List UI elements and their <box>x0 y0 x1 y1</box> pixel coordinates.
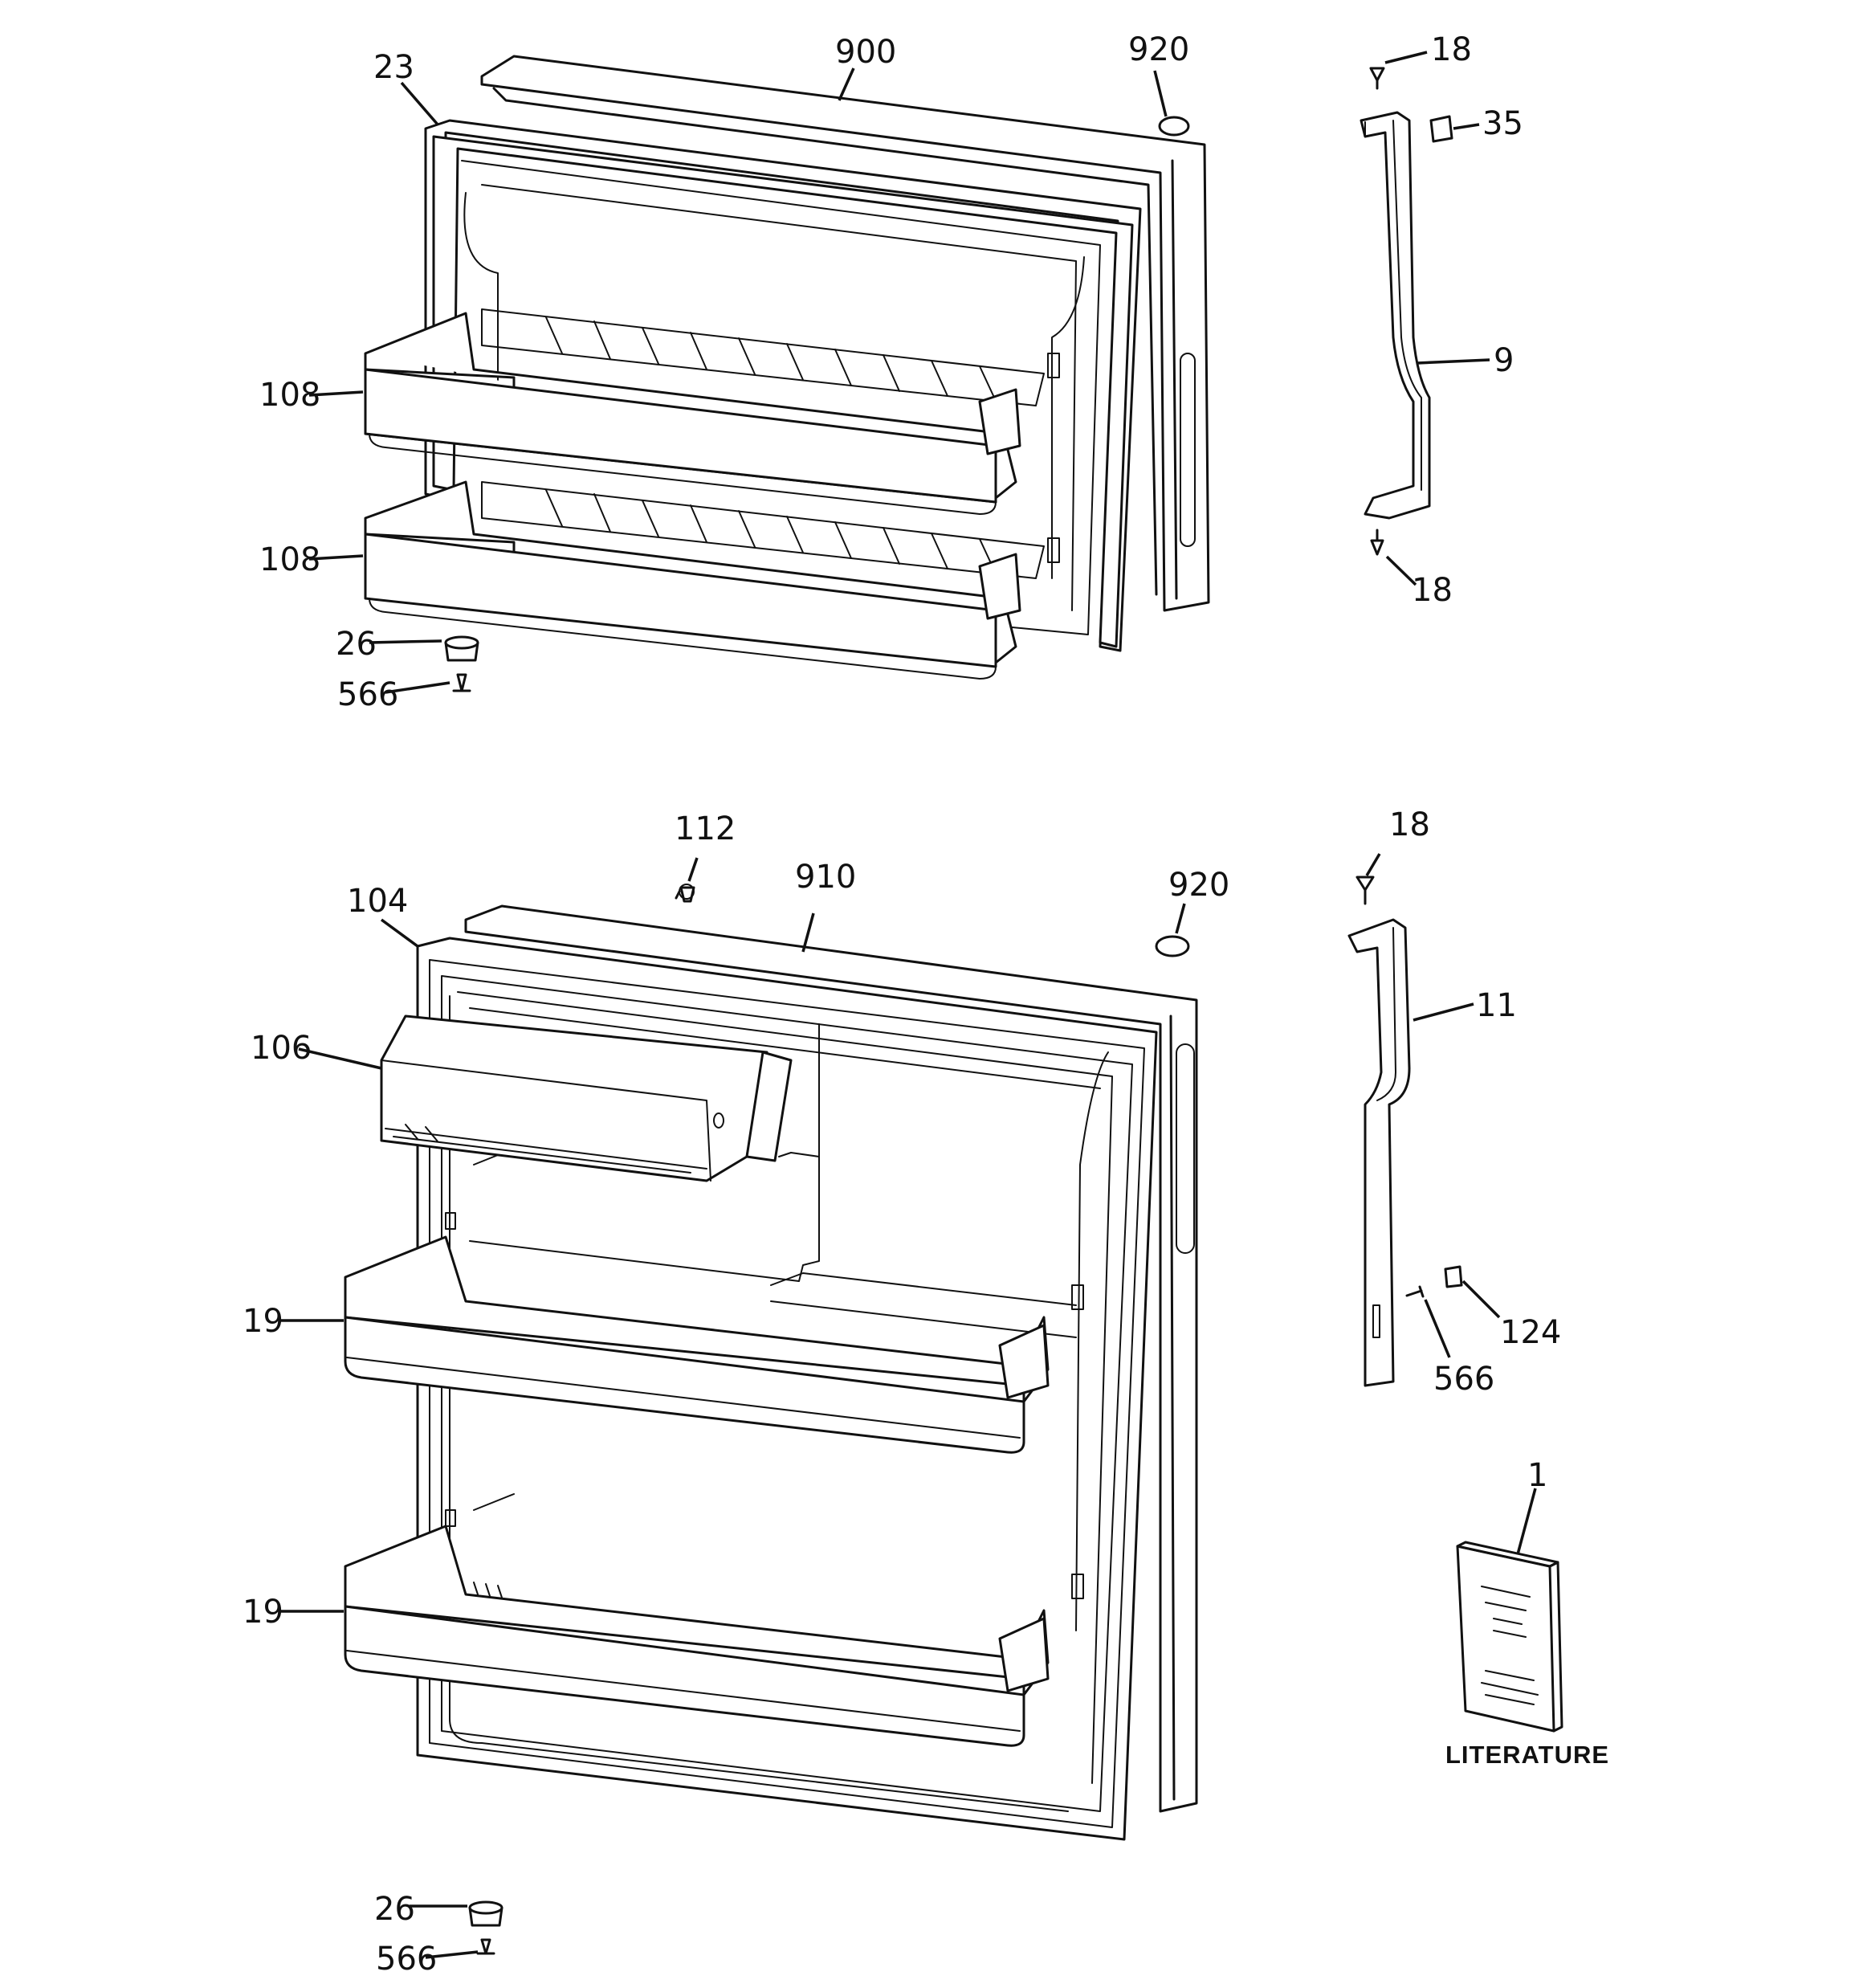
callout-labels: 23 900 920 18 35 9 18 108 108 26 566 112… <box>243 31 1609 1978</box>
callout-26-bottom: 26 <box>374 1891 415 1928</box>
fresh-food-door-assembly <box>344 884 1198 1955</box>
leader-lines <box>279 51 1537 1959</box>
callout-11: 11 <box>1476 987 1517 1024</box>
callout-108-lower: 108 <box>259 541 320 578</box>
fresh-food-handle-assembly <box>1347 876 1463 1387</box>
fresh-food-door-panel <box>464 904 1198 1813</box>
freezer-handle-assembly <box>1360 67 1453 556</box>
callout-18-top-b: 18 <box>1412 572 1453 609</box>
callout-23: 23 <box>373 49 414 86</box>
callout-1: 1 <box>1527 1457 1547 1494</box>
callout-112: 112 <box>675 810 736 847</box>
callout-106: 106 <box>251 1030 312 1067</box>
callout-900: 900 <box>835 34 896 71</box>
callout-18-top-a: 18 <box>1431 31 1472 68</box>
callout-9: 9 <box>1494 342 1514 379</box>
clip-124 <box>1444 1265 1463 1288</box>
callout-35: 35 <box>1482 105 1523 142</box>
hinge-cap-920-top <box>1158 116 1190 137</box>
callout-19-upper: 19 <box>243 1303 283 1340</box>
freezer-shelf-ribs <box>481 308 1045 579</box>
hinge-cap-920-bottom <box>1155 935 1190 957</box>
callout-108-upper: 108 <box>259 377 320 414</box>
callout-910: 910 <box>795 859 856 896</box>
freezer-handle <box>1360 111 1431 520</box>
screw-18-top-a <box>1369 67 1385 90</box>
screw-18-bottom <box>1355 876 1375 905</box>
freezer-door-panel <box>480 55 1210 612</box>
literature-caption: LITERATURE <box>1445 1741 1609 1769</box>
callout-19-lower: 19 <box>243 1594 283 1631</box>
callout-18-bottom: 18 <box>1389 806 1430 843</box>
callout-566-top: 566 <box>337 676 398 713</box>
callout-920-bottom: 920 <box>1168 867 1229 904</box>
callout-26-top: 26 <box>336 626 377 663</box>
screw-566-mid <box>1405 1285 1425 1298</box>
screw-18-top-b <box>1370 529 1384 556</box>
callout-104: 104 <box>347 883 408 920</box>
screw-566-bottom <box>476 1938 495 1955</box>
callout-566-mid: 566 <box>1433 1361 1494 1398</box>
literature-booklet <box>1456 1541 1563 1733</box>
screw-566-top <box>452 673 471 692</box>
callout-124: 124 <box>1500 1314 1561 1351</box>
callout-566-bottom: 566 <box>376 1941 437 1978</box>
freezer-door-assembly <box>364 55 1210 692</box>
callout-920-top: 920 <box>1128 31 1189 68</box>
cap-35 <box>1429 115 1453 143</box>
